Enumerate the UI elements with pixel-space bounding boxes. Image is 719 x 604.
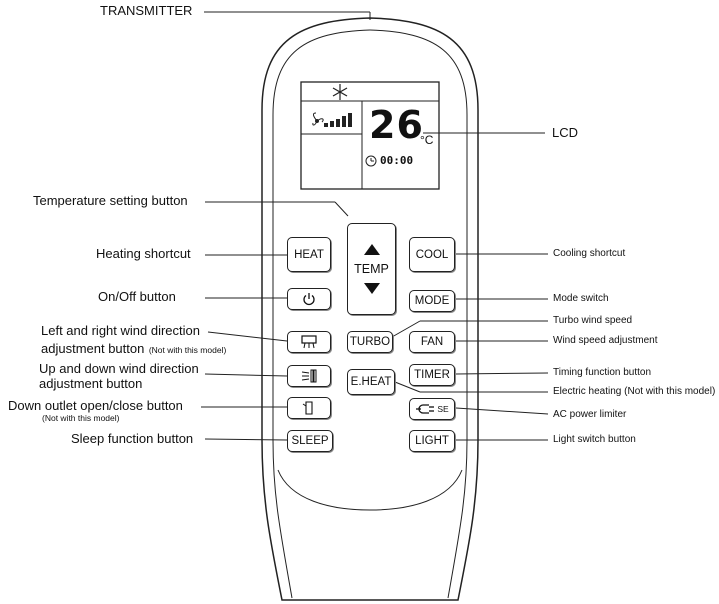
label-timing-function: Timing function button — [553, 367, 652, 378]
label-lcd: LCD — [552, 125, 579, 140]
lr-swing-button[interactable] — [287, 331, 331, 353]
label-down-outlet-note: (Not with this model) — [42, 413, 120, 423]
heat-button[interactable]: HEAT — [287, 237, 331, 272]
power-button[interactable] — [287, 288, 331, 310]
eheat-button[interactable]: E.HEAT — [347, 369, 395, 395]
lcd-temperature: 26 — [369, 103, 424, 147]
down-outlet-button[interactable] — [287, 397, 331, 419]
cool-button[interactable]: COOL — [409, 237, 455, 272]
clock-icon — [365, 155, 377, 167]
label-lr-wind-line1: Left and right wind direction — [41, 323, 200, 338]
mode-button[interactable]: MODE — [409, 290, 455, 312]
label-lr-wind-line2: adjustment button (Not with this model) — [41, 341, 227, 356]
power-icon — [303, 293, 315, 306]
timer-button[interactable]: TIMER — [409, 364, 455, 386]
label-electric-heating: Electric heating (Not with this model) — [553, 386, 716, 397]
temp-button[interactable]: TEMP — [347, 223, 396, 315]
lcd-screen — [300, 81, 440, 190]
ud-swing-button[interactable] — [287, 365, 331, 387]
label-turbo-wind: Turbo wind speed — [553, 315, 633, 326]
sleep-button[interactable]: SLEEP — [287, 430, 333, 452]
horizontal-swing-icon — [301, 335, 317, 349]
vertical-swing-icon — [301, 369, 317, 383]
label-sleep-function: Sleep function button — [71, 431, 194, 446]
fan-speed-bars — [324, 113, 352, 127]
label-light-switch: Light switch button — [553, 434, 636, 445]
label-down-outlet: Down outlet open/close button — [8, 398, 183, 413]
label-transmitter: TRANSMITTER — [100, 3, 193, 18]
plug-icon — [416, 404, 435, 414]
triangle-up-icon[interactable] — [363, 243, 381, 256]
lcd-unit: °C — [420, 133, 434, 147]
label-temperature-setting: Temperature setting button — [33, 193, 188, 208]
snowflake-icon — [332, 84, 348, 100]
lcd-timer: 00:00 — [380, 154, 414, 167]
label-ud-wind-line2: adjustment button — [39, 376, 143, 391]
label-ac-power-limiter: AC power limiter — [553, 409, 627, 420]
label-on-off: On/Off button — [98, 289, 176, 304]
ac-power-limiter-button[interactable]: SE — [409, 398, 455, 420]
triangle-down-icon[interactable] — [363, 282, 381, 295]
label-cooling-shortcut: Cooling shortcut — [553, 248, 626, 259]
label-heating-shortcut: Heating shortcut — [96, 246, 191, 261]
down-outlet-icon — [302, 401, 313, 415]
leader-lines — [201, 11, 549, 441]
label-wind-speed: Wind speed adjustment — [553, 335, 658, 346]
fan-icon — [312, 112, 324, 126]
light-button[interactable]: LIGHT — [409, 430, 455, 452]
label-mode-switch: Mode switch — [553, 293, 609, 304]
label-ud-wind-line1: Up and down wind direction — [39, 361, 199, 376]
turbo-button[interactable]: TURBO — [347, 331, 393, 353]
fan-button[interactable]: FAN — [409, 331, 455, 353]
